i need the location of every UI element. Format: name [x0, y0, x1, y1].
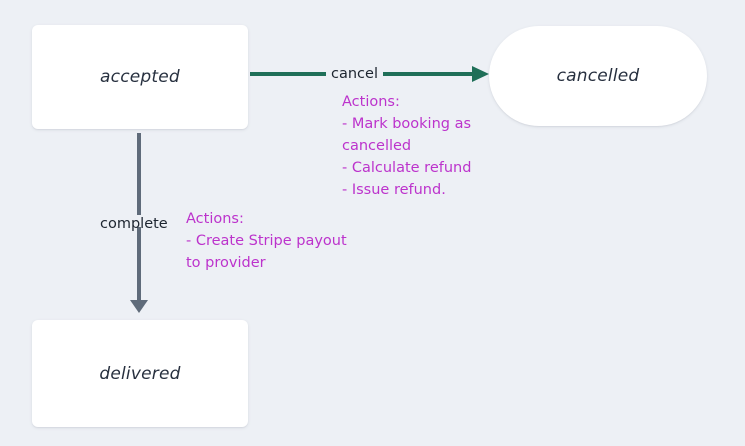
note-cancel-actions: Actions: - Mark booking as cancelled - Calc… [342, 91, 492, 201]
note-line: - Issue refund. [342, 182, 446, 198]
note-line: Actions: [186, 211, 244, 227]
note-line: Actions: [342, 94, 400, 110]
arrowhead-icon-complete [130, 300, 148, 313]
state-node-cancelled-label: cancelled [556, 66, 640, 86]
note-line: cancelled [342, 138, 412, 154]
note-line: to provider [186, 255, 266, 271]
edge-accepted-to-cancelled [250, 66, 489, 82]
note-line: - Create Stripe payout [186, 233, 347, 249]
note-line: - Calculate refund [342, 160, 472, 176]
state-node-delivered[interactable]: delivered [32, 320, 248, 427]
state-node-delivered-label: delivered [99, 363, 181, 384]
state-node-accepted[interactable]: accepted [32, 25, 248, 129]
arrowhead-icon-cancel [472, 66, 489, 82]
state-node-cancelled[interactable]: cancelled [489, 26, 707, 126]
note-complete-actions: Actions: - Create Stripe payout to provide… [186, 208, 362, 274]
edge-label-complete: complete [100, 216, 168, 232]
state-node-accepted-label: accepted [100, 67, 180, 87]
edge-label-cancel: cancel [331, 66, 378, 82]
note-line: - Mark booking as [342, 116, 472, 132]
edge-accepted-to-delivered [130, 133, 148, 313]
